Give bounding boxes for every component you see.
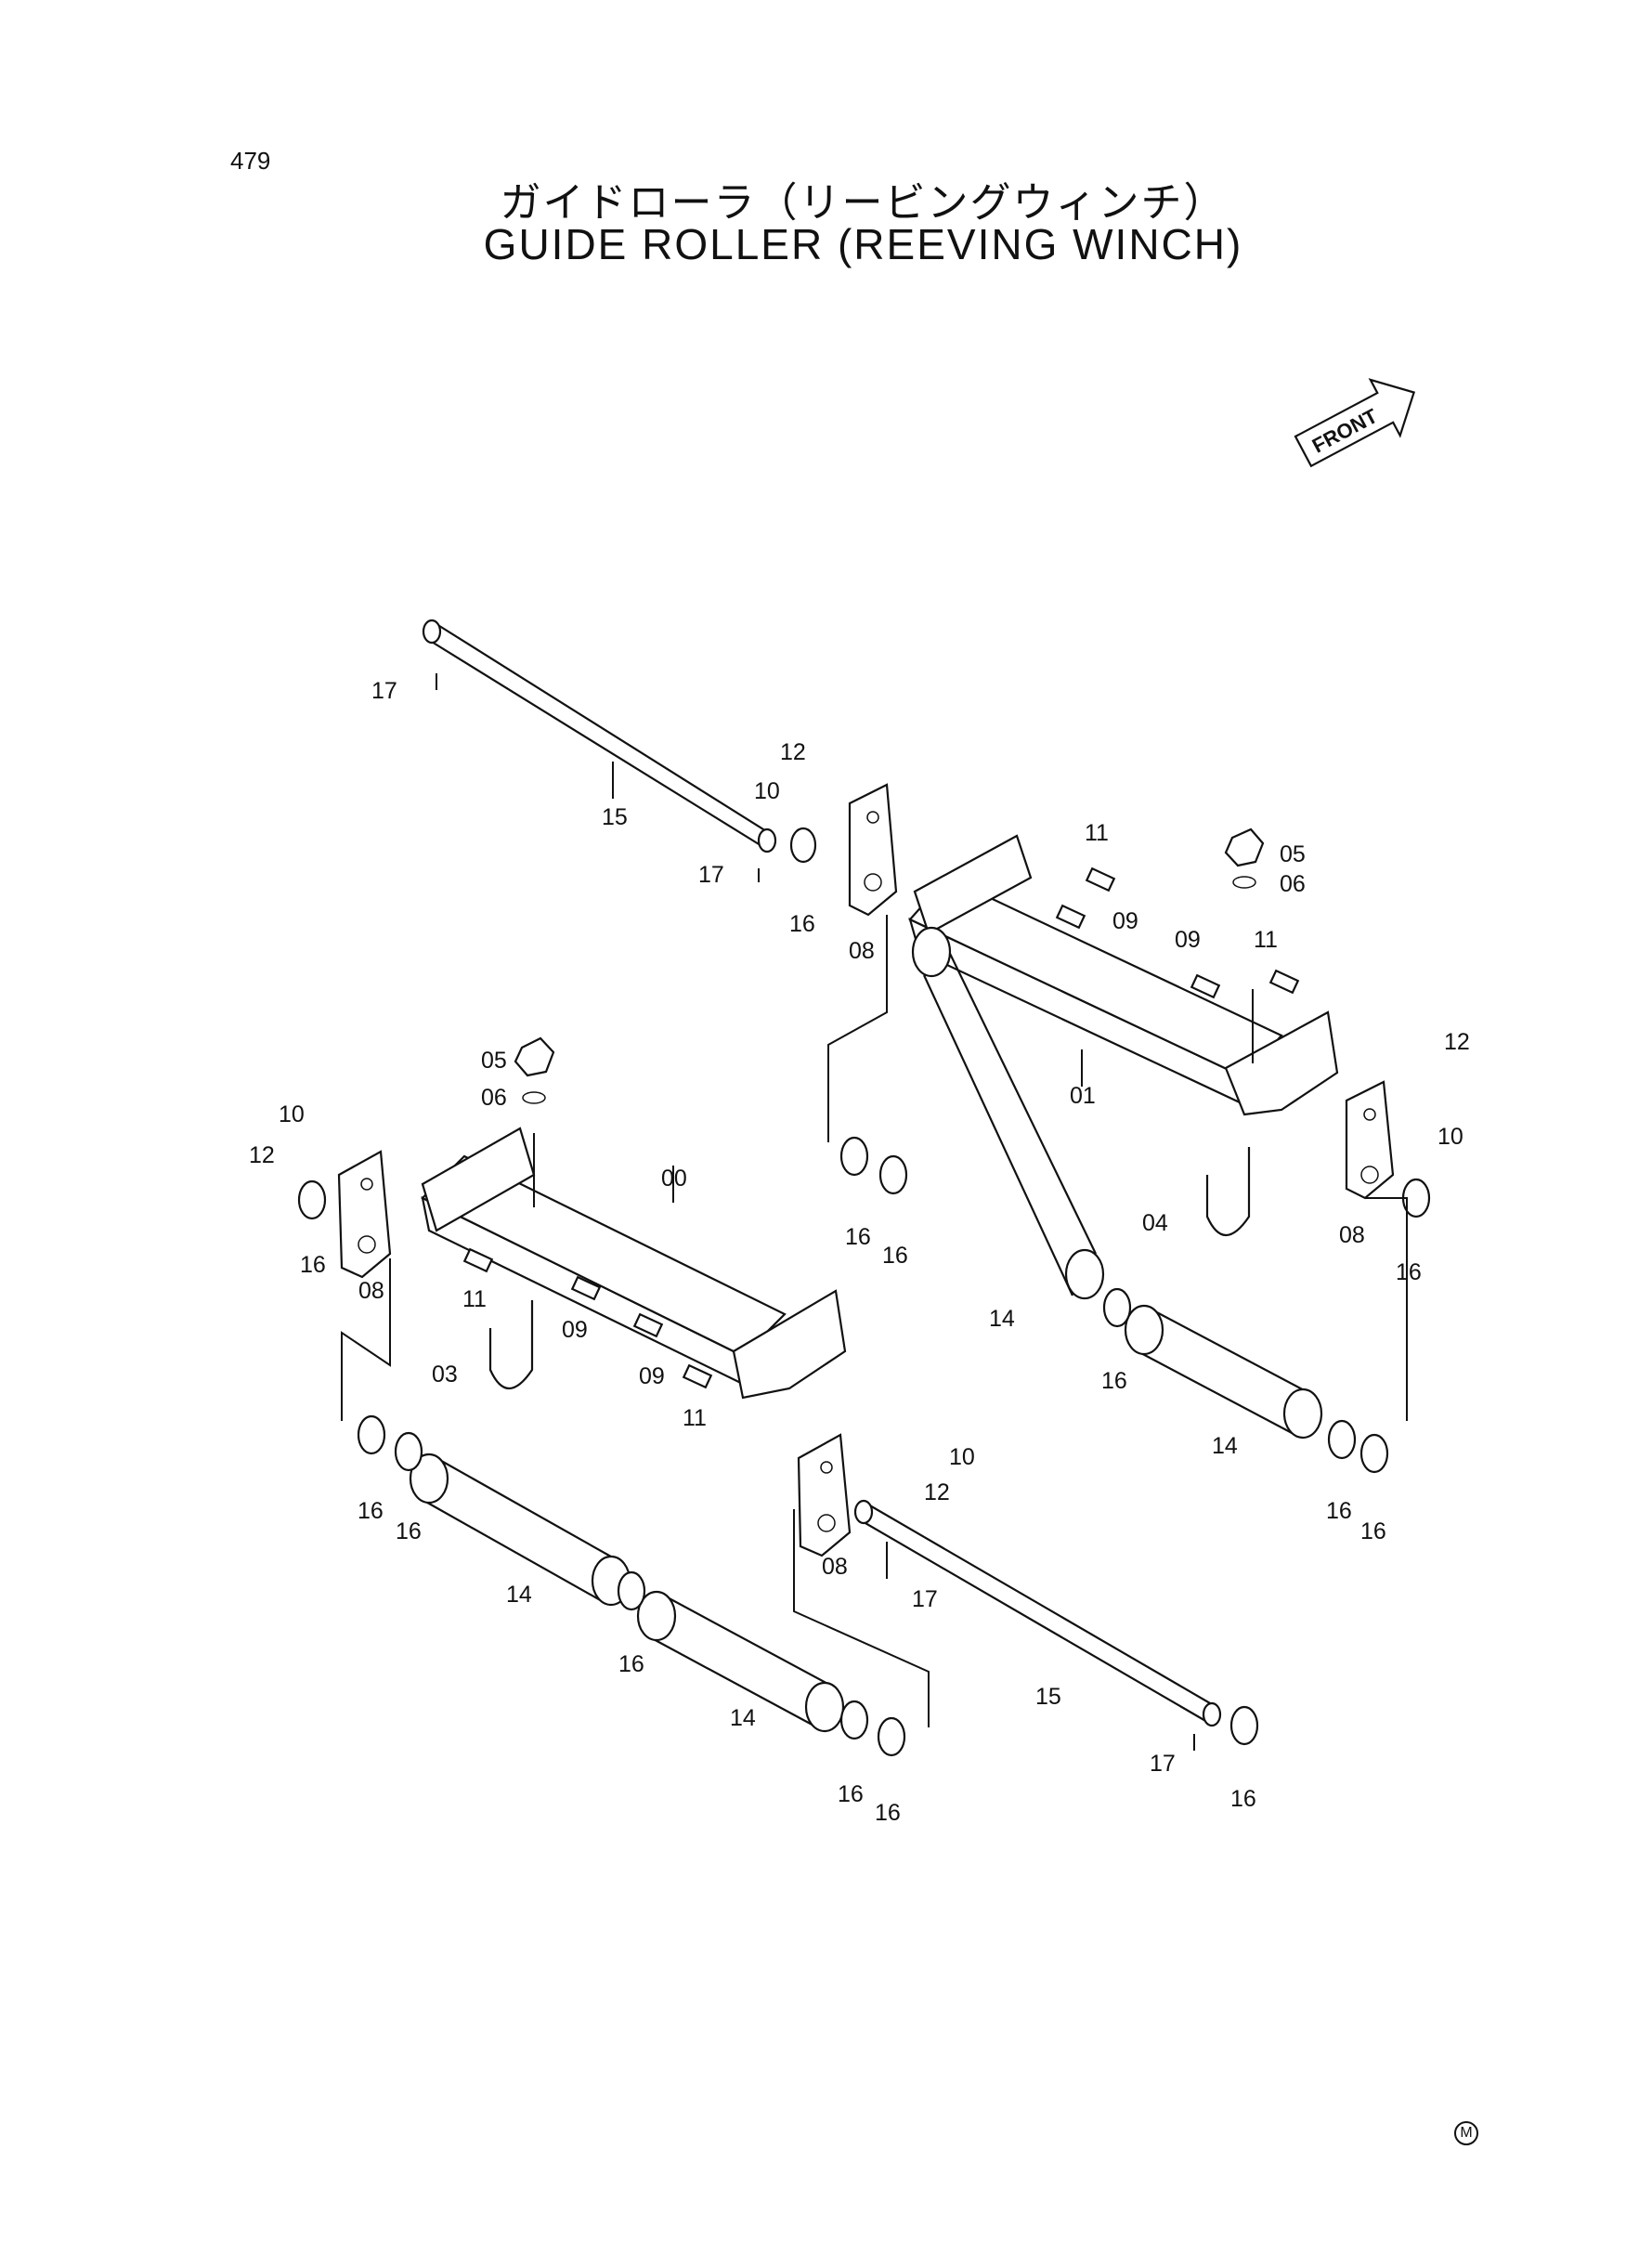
callout-16: 16 bbox=[1101, 1368, 1127, 1394]
front-arrow-icon: FRONT bbox=[1294, 378, 1416, 468]
callout-14: 14 bbox=[730, 1705, 756, 1731]
bracket-08-d bbox=[797, 1433, 852, 1557]
bracket-08-b bbox=[1345, 1080, 1395, 1200]
callout-17: 17 bbox=[371, 678, 397, 704]
callout-12: 12 bbox=[924, 1479, 950, 1505]
callout-08: 08 bbox=[1339, 1222, 1365, 1248]
title-english: GUIDE ROLLER (REEVING WINCH) bbox=[483, 220, 1243, 268]
callout-16: 16 bbox=[1396, 1259, 1422, 1285]
callout-12: 12 bbox=[249, 1142, 275, 1168]
callout-16: 16 bbox=[300, 1252, 326, 1278]
title-japanese: ガイドローラ（リービングウィンチ） bbox=[500, 179, 1227, 227]
bracket-08-a bbox=[848, 783, 898, 917]
callout-16: 16 bbox=[838, 1781, 864, 1807]
callout-12: 12 bbox=[1444, 1029, 1470, 1055]
frame-01 bbox=[908, 834, 1339, 1116]
callout-09: 09 bbox=[639, 1363, 665, 1389]
callout-09: 09 bbox=[1175, 927, 1201, 953]
nut-05-upper bbox=[1224, 827, 1265, 867]
callout-12: 12 bbox=[780, 739, 806, 765]
callout-16: 16 bbox=[1326, 1498, 1352, 1524]
callout-16: 16 bbox=[789, 911, 815, 937]
page-number: 479 bbox=[230, 147, 271, 175]
callout-00: 00 bbox=[661, 1166, 687, 1192]
callouts: 17 15 12 10 17 16 08 11 09 05 06 09 11 0… bbox=[249, 678, 1470, 1826]
callout-14: 14 bbox=[1212, 1433, 1238, 1459]
callout-11: 11 bbox=[1085, 820, 1109, 846]
roller-14-upper-a bbox=[911, 926, 1105, 1300]
callout-08: 08 bbox=[822, 1554, 848, 1580]
pin-15-lower bbox=[853, 1499, 1222, 1727]
callout-16: 16 bbox=[845, 1224, 871, 1250]
bolts-09-11 bbox=[462, 866, 1300, 1389]
callout-03: 03 bbox=[432, 1362, 458, 1388]
callout-15: 15 bbox=[602, 804, 628, 830]
callout-01: 01 bbox=[1070, 1083, 1096, 1109]
callout-14: 14 bbox=[989, 1306, 1015, 1332]
u-bolt-03 bbox=[488, 1300, 534, 1389]
callout-09: 09 bbox=[562, 1317, 588, 1343]
u-bolt-04 bbox=[1205, 1147, 1251, 1236]
roller-14-lower-b bbox=[636, 1590, 845, 1733]
callout-09: 09 bbox=[1112, 908, 1138, 934]
callout-17: 17 bbox=[1150, 1751, 1176, 1777]
washer-06-lower bbox=[522, 1091, 546, 1104]
callout-16: 16 bbox=[1230, 1786, 1256, 1812]
callout-17: 17 bbox=[912, 1586, 938, 1612]
callout-11: 11 bbox=[683, 1405, 707, 1431]
callout-04: 04 bbox=[1142, 1210, 1168, 1236]
callout-16: 16 bbox=[882, 1243, 908, 1269]
bracket-08-c bbox=[337, 1150, 392, 1279]
callout-06: 06 bbox=[481, 1085, 507, 1111]
callout-15: 15 bbox=[1035, 1684, 1061, 1710]
leader-lines bbox=[341, 673, 1408, 1751]
callout-16: 16 bbox=[1360, 1518, 1386, 1544]
roller-14-upper-b bbox=[1124, 1304, 1323, 1440]
callout-08: 08 bbox=[358, 1278, 384, 1304]
callout-16: 16 bbox=[358, 1498, 384, 1524]
callout-17: 17 bbox=[698, 862, 724, 888]
callout-05: 05 bbox=[1280, 841, 1306, 867]
callout-10: 10 bbox=[279, 1101, 305, 1127]
callout-05: 05 bbox=[481, 1048, 507, 1074]
washer-06-upper bbox=[1232, 876, 1256, 889]
pin-15-upper bbox=[422, 619, 777, 853]
callout-16: 16 bbox=[875, 1800, 901, 1826]
callout-10: 10 bbox=[949, 1444, 975, 1470]
callout-16: 16 bbox=[618, 1651, 644, 1677]
circled-m-icon: M bbox=[1454, 2121, 1478, 2145]
nut-05-lower bbox=[514, 1036, 555, 1077]
callout-06: 06 bbox=[1280, 871, 1306, 897]
callout-14: 14 bbox=[506, 1582, 532, 1608]
callout-08: 08 bbox=[849, 938, 875, 964]
callout-10: 10 bbox=[1437, 1124, 1463, 1150]
callout-11: 11 bbox=[1254, 927, 1278, 953]
callout-11: 11 bbox=[462, 1286, 487, 1312]
callout-16: 16 bbox=[396, 1518, 422, 1544]
callout-10: 10 bbox=[754, 778, 780, 804]
